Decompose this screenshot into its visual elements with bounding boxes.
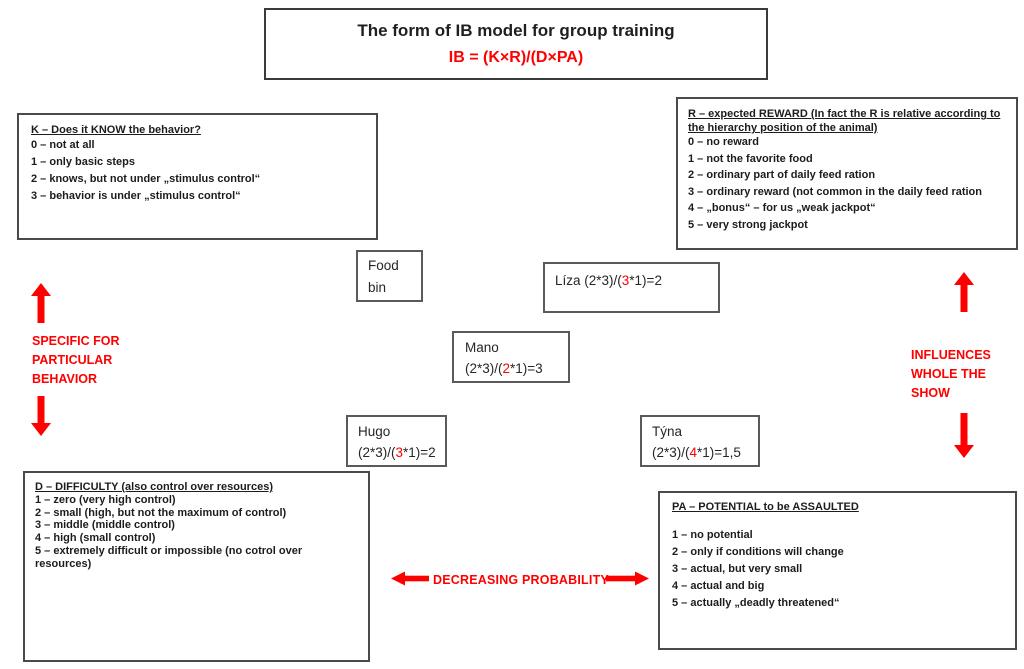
d-difficulty-box: D – DIFFICULTY (also control over resour… — [23, 471, 370, 662]
d-box-heading: D – DIFFICULTY (also control over resour… — [35, 481, 273, 493]
list-item: 1 – no potential — [672, 529, 753, 541]
food-bin-label-line1: Food — [368, 258, 399, 273]
list-item: 4 – high (small control) — [35, 532, 156, 545]
list-item: 0 – not at all — [31, 139, 95, 151]
list-item: 5 – very strong jackpot — [688, 218, 808, 231]
formula-text: *1)=2 — [629, 273, 662, 288]
list-item: 5 – actually „deadly threatened“ — [672, 597, 840, 609]
pa-potential-box: PA – POTENTIAL to be ASSAULTED 1 – no po… — [658, 491, 1017, 650]
label-line: INFLUENCES — [911, 348, 991, 362]
left-arrow-icon — [391, 571, 429, 586]
right-arrow-icon — [606, 571, 649, 586]
formula-red-digit: 3 — [621, 273, 630, 288]
mano-name: Mano — [465, 340, 499, 355]
hugo-name: Hugo — [358, 424, 391, 439]
liza-node-box: Líza (2*3)/(3*1)=2 — [543, 262, 720, 313]
hugo-node-box: Hugo (2*3)/(3*1)=2 — [346, 415, 447, 467]
list-item: 1 – zero (very high control) — [35, 493, 176, 506]
list-item: 1 – only basic steps — [31, 156, 135, 168]
list-item: 2 – ordinary part of daily feed ration — [688, 169, 876, 181]
label-line: WHOLE THE — [911, 367, 986, 381]
formula-text: (2*3)/( — [358, 445, 396, 460]
formula-red-digit: 3 — [395, 445, 404, 460]
formula-text: *1)=1,5 — [697, 445, 741, 460]
down-arrow-icon — [954, 413, 974, 458]
list-item: 3 – actual, but very small — [672, 563, 803, 575]
tyna-formula: (2*3)/(4*1)=1,5 — [652, 442, 748, 463]
list-item: 0 – no reward — [688, 136, 759, 148]
list-item: 2 – only if conditions will change — [672, 546, 844, 558]
mano-node-box: Mano (2*3)/(2*1)=3 — [452, 331, 570, 383]
specific-for-behavior-label: SPECIFIC FOR PARTICULAR BEHAVIOR — [32, 332, 120, 389]
tyna-name: Týna — [652, 424, 683, 439]
hugo-formula: (2*3)/(3*1)=2 — [358, 442, 436, 463]
down-arrow-icon — [31, 396, 51, 436]
label-line: SPECIFIC FOR — [32, 334, 120, 348]
list-item: 2 – small (high, but not the maximum of … — [35, 506, 287, 519]
label-line: BEHAVIOR — [32, 372, 98, 386]
up-arrow-icon — [954, 272, 974, 312]
pa-box-heading: PA – POTENTIAL to be ASSAULTED — [672, 501, 859, 513]
up-arrow-icon — [31, 283, 51, 323]
liza-formula: Líza (2*3)/(3*1)=2 — [555, 270, 708, 291]
list-item: 3 – ordinary reward (not common in the d… — [688, 185, 982, 198]
list-item: 3 – middle (middle control) — [35, 519, 175, 532]
formula-text: (2*3)/( — [652, 445, 690, 460]
formula-text: Líza (2*3)/( — [555, 273, 622, 288]
title-box: The form of IB model for group training … — [264, 8, 768, 80]
formula-red-digit: 2 — [502, 361, 511, 376]
mano-formula: (2*3)/(2*1)=3 — [465, 358, 557, 379]
formula-text: *1)=2 — [403, 445, 436, 460]
list-item: 4 – actual and big — [672, 580, 765, 592]
food-bin-label-line2: bin — [368, 280, 387, 295]
label-line: SHOW — [911, 386, 950, 400]
influences-whole-show-label: INFLUENCES WHOLE THE SHOW — [911, 346, 991, 403]
k-box-heading: K – Does it KNOW the behavior? — [31, 124, 201, 136]
list-item: 3 – behavior is under „stimulus control“ — [31, 190, 241, 202]
ib-formula: IB = (K×R)/(D×PA) — [448, 49, 584, 66]
list-item: 5 – extremely difficult or impossible (n… — [35, 544, 303, 570]
r-box-heading: R – expected REWARD (In fact the R is re… — [688, 108, 1001, 134]
formula-text: (2*3)/( — [465, 361, 503, 376]
decreasing-probability-label: DECREASING PROBABILITY — [433, 573, 609, 587]
formula-text: *1)=3 — [510, 361, 543, 376]
list-item: 1 – not the favorite food — [688, 152, 813, 165]
list-item: 4 – „bonus“ – for us „weak jackpot“ — [688, 202, 876, 214]
k-know-box: K – Does it KNOW the behavior? 0 – not a… — [17, 113, 378, 240]
page-title: The form of IB model for group training — [357, 21, 675, 40]
r-reward-box: R – expected REWARD (In fact the R is re… — [676, 97, 1018, 250]
list-item: 2 – knows, but not under „stimulus contr… — [31, 173, 261, 185]
label-line: PARTICULAR — [32, 353, 113, 367]
formula-red-digit: 4 — [689, 445, 698, 460]
tyna-node-box: Týna (2*3)/(4*1)=1,5 — [640, 415, 760, 467]
food-bin-box: Food bin — [356, 250, 423, 302]
